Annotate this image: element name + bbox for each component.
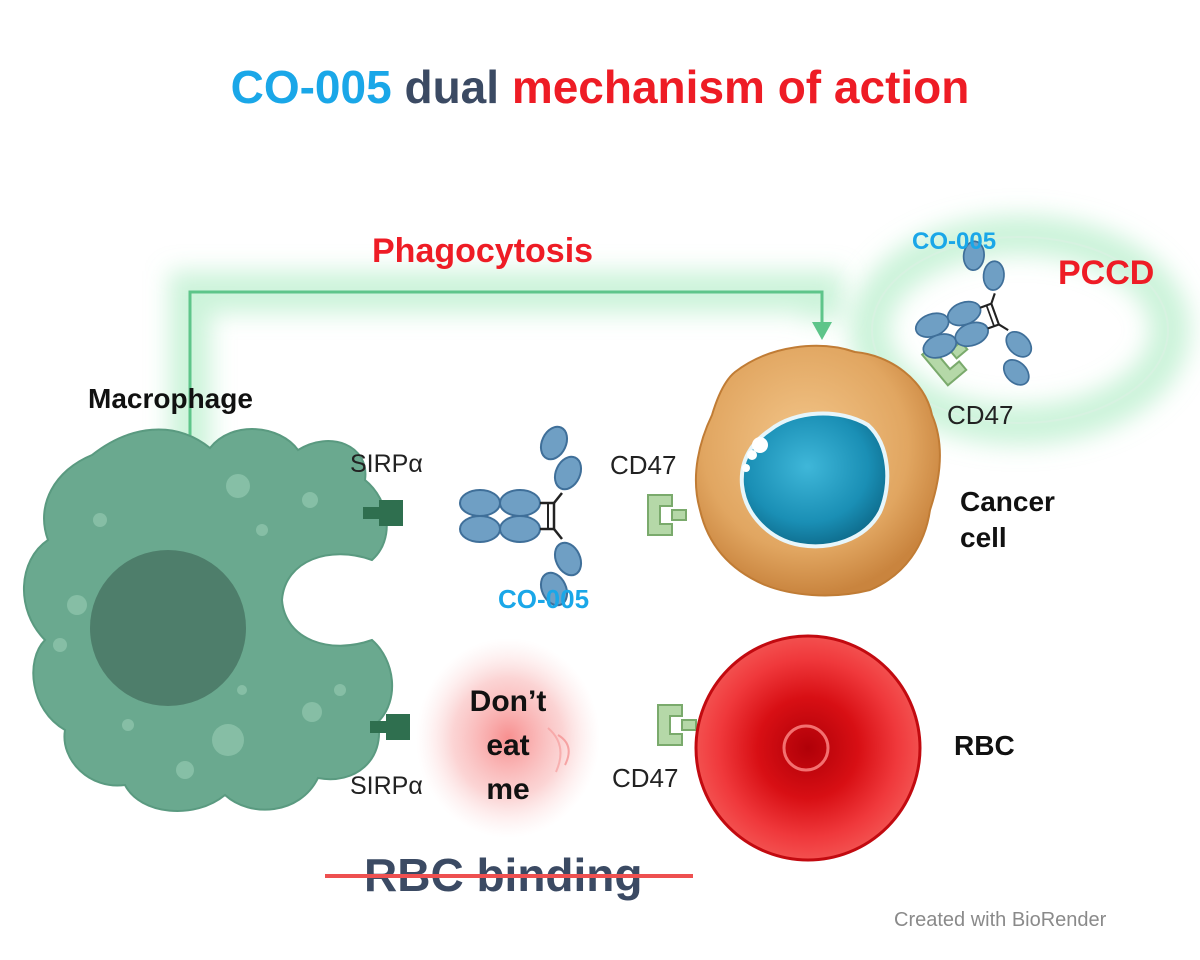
cancer-nucleus bbox=[739, 411, 890, 549]
dont-eat-me-line1: Don’t bbox=[469, 685, 547, 718]
dont-eat-me-line3: me bbox=[486, 773, 530, 806]
phagocytosis-label: Phagocytosis bbox=[372, 232, 594, 270]
cancer-cell-label-line1: Cancer bbox=[960, 486, 1055, 517]
pccd-ring bbox=[871, 236, 1169, 424]
sirpa-upper-label: SIRPα bbox=[350, 450, 423, 478]
macrophage-vesicles bbox=[53, 474, 346, 779]
cd47-top-label: CD47 bbox=[947, 400, 1014, 430]
dont-eat-me-label: Don’t eat me bbox=[440, 680, 576, 812]
macrophage-label: Macrophage bbox=[88, 383, 253, 414]
cd47-mid-label: CD47 bbox=[610, 450, 677, 480]
pccd-glow bbox=[850, 215, 1190, 445]
cancer-vesicle bbox=[752, 437, 768, 453]
cancer-vesicle bbox=[747, 450, 757, 460]
cd47-receptor-mid bbox=[647, 494, 687, 536]
co005-antibody-mid bbox=[458, 421, 588, 611]
signal-wave bbox=[547, 727, 562, 773]
phagocytosis-arrow bbox=[188, 290, 824, 465]
phagocytosis-arrowhead bbox=[812, 322, 832, 340]
rbc-label: RBC bbox=[954, 730, 1015, 761]
dont-eat-me-line2: eat bbox=[486, 729, 530, 762]
cancer-cell-label-line2: cell bbox=[960, 522, 1007, 553]
rbc-cell bbox=[694, 634, 922, 862]
pccd-label: PCCD bbox=[1058, 254, 1155, 292]
cancer-vesicle bbox=[742, 464, 750, 472]
biorender-credit: Created with BioRender bbox=[894, 909, 1107, 931]
title-part-dual: dual bbox=[404, 61, 500, 113]
rbc-binding-strikethrough bbox=[325, 874, 693, 878]
co005-top-label: CO-005 bbox=[912, 228, 997, 255]
macrophage-nucleus bbox=[90, 550, 246, 706]
title-part-mechanism: mechanism of action bbox=[511, 61, 970, 113]
cancer-cell-label: Cancer cell bbox=[960, 484, 1055, 556]
title-part-co005: CO-005 bbox=[230, 61, 392, 113]
cd47-lower-label: CD47 bbox=[612, 763, 679, 793]
dont-eat-me-glow bbox=[416, 638, 600, 838]
rbc-center bbox=[782, 724, 830, 772]
sirpa-lower-label: SIRPα bbox=[350, 772, 423, 800]
co005-mid-label: CO-005 bbox=[498, 584, 590, 614]
page-title: CO-005 dual mechanism of action bbox=[0, 64, 1200, 110]
signal-wave bbox=[557, 734, 570, 766]
cd47-receptor-lower bbox=[657, 704, 697, 746]
